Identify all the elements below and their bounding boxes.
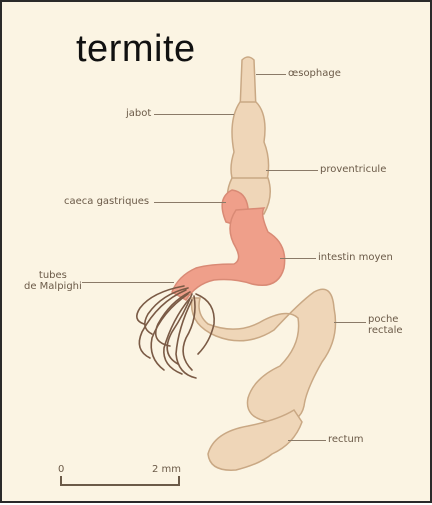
label-rectum: rectum: [328, 434, 364, 445]
leader-jabot: [154, 114, 234, 115]
leader-oesophage: [256, 74, 286, 75]
label-caeca: caeca gastriques: [64, 196, 149, 207]
figure-title: termite: [76, 28, 196, 71]
scale-end-label: 2 mm: [152, 464, 181, 475]
crop-shape: [231, 102, 269, 184]
label-jabot: jabot: [126, 108, 151, 119]
leader-caeca: [154, 202, 226, 203]
leader-poche: [334, 322, 366, 323]
scale-tick-end: [178, 476, 180, 486]
malpighian-tubules: [137, 286, 214, 378]
leader-rectum: [288, 440, 326, 441]
label-malpighi: tubes de Malpighi: [24, 270, 82, 292]
label-intestin: intestin moyen: [318, 252, 393, 263]
leader-proventricule: [266, 170, 318, 171]
scale-bar: [60, 484, 180, 486]
leader-intestin: [280, 258, 316, 259]
label-proventricule: proventricule: [320, 164, 386, 175]
label-oesophage: œsophage: [288, 68, 341, 79]
label-poche: poche rectale: [368, 314, 403, 336]
scale-tick-start: [60, 476, 62, 486]
scale-start-label: 0: [58, 464, 64, 475]
leader-malpighi: [82, 282, 174, 283]
